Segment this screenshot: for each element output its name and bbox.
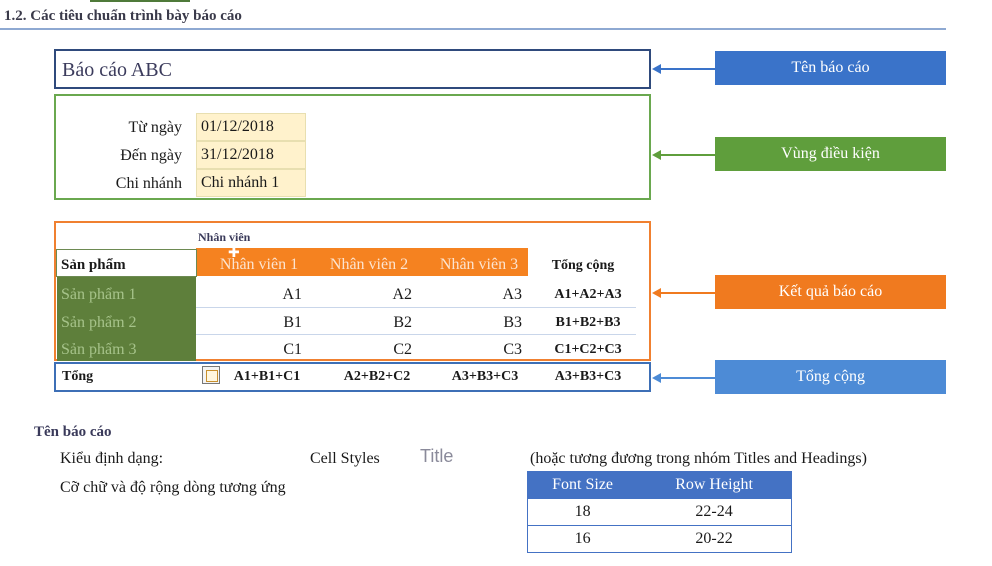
heading-rule xyxy=(0,28,946,30)
top-strip xyxy=(90,0,190,2)
report-title-box xyxy=(54,49,651,89)
callout-conditions: Vùng điều kiện xyxy=(715,137,946,171)
callout-report-title: Tên báo cáo xyxy=(715,51,946,85)
arrow-head-icon xyxy=(652,64,661,74)
paste-options-icon[interactable] xyxy=(202,366,220,384)
row-divider xyxy=(196,307,636,308)
arrow-result xyxy=(660,292,715,294)
callout-total: Tổng cộng xyxy=(715,360,946,394)
row-divider xyxy=(196,334,636,335)
report-title[interactable]: Báo cáo ABC xyxy=(62,59,172,81)
total-cell-1[interactable]: A1+B1+C1 xyxy=(233,369,301,384)
arrow-total xyxy=(660,377,715,379)
product-row-1[interactable]: Sản phẩm 1 xyxy=(61,286,137,303)
cell-a1[interactable]: A1 xyxy=(282,286,302,303)
font-size-table-header: Font Size Row Height xyxy=(528,472,791,498)
cell-b2[interactable]: B2 xyxy=(393,314,412,331)
arrow-head-icon xyxy=(652,288,661,298)
total-cell-2[interactable]: A2+B2+C2 xyxy=(343,369,411,384)
row-height-column-header: Row Height xyxy=(675,476,753,493)
cell-a3[interactable]: A3 xyxy=(502,286,522,303)
employee-group-label: Nhân viên xyxy=(198,230,251,244)
product-column-selected xyxy=(57,277,196,361)
branch-cell[interactable]: Chi nhánh 1 xyxy=(196,169,306,197)
title-style-sample: Title xyxy=(420,446,454,466)
conditions-box xyxy=(54,94,651,200)
font-size-note: Cỡ chữ và độ rộng dòng tương ứng xyxy=(60,479,286,496)
notes-section-title: Tên báo cáo xyxy=(34,424,112,440)
cell-c3[interactable]: C3 xyxy=(503,341,522,358)
row-height-cell: 20-22 xyxy=(695,530,733,547)
section-heading: 1.2. Các tiêu chuẩn trình bày báo cáo xyxy=(4,8,242,24)
total-row-label[interactable]: Tổng xyxy=(62,369,94,384)
row-total-3[interactable]: C1+C2+C3 xyxy=(554,342,622,357)
style-label: Kiểu định dạng: xyxy=(60,450,164,467)
employee-header-2[interactable]: Nhân viên 2 xyxy=(329,256,409,273)
product-row-2[interactable]: Sản phẩm 2 xyxy=(61,314,137,331)
to-date-label: Đến ngày xyxy=(120,147,182,164)
callout-result: Kết quả báo cáo xyxy=(715,275,946,309)
cell-a2[interactable]: A2 xyxy=(392,286,412,303)
employee-header-bar xyxy=(196,248,528,276)
font-size-cell: 16 xyxy=(574,530,591,547)
total-column-header[interactable]: Tổng cộng xyxy=(551,258,615,273)
arrow-head-icon xyxy=(652,150,661,160)
cell-c2[interactable]: C2 xyxy=(393,341,412,358)
arrow-head-icon xyxy=(652,373,661,383)
font-size-cell: 18 xyxy=(574,503,591,520)
font-size-column-header: Font Size xyxy=(552,476,614,493)
total-row-box xyxy=(54,362,651,392)
result-box xyxy=(54,221,651,361)
grand-total-cell[interactable]: A3+B3+C3 xyxy=(554,369,622,384)
cell-b3[interactable]: B3 xyxy=(503,314,522,331)
cell-styles-label: Cell Styles xyxy=(310,450,380,467)
employee-header-3[interactable]: Nhân viên 3 xyxy=(439,256,519,273)
from-date-label: Từ ngày xyxy=(128,119,182,136)
cell-cursor-icon: ✚ xyxy=(228,246,240,261)
product-row-3[interactable]: Sản phẩm 3 xyxy=(61,341,137,358)
from-date-cell[interactable]: 01/12/2018 xyxy=(196,113,306,141)
arrow-conditions xyxy=(660,154,715,156)
row-total-2[interactable]: B1+B2+B3 xyxy=(555,315,621,330)
font-size-table: Font Size Row Height 18 22-24 16 20-22 xyxy=(527,471,792,553)
cell-b1[interactable]: B1 xyxy=(283,314,302,331)
product-header[interactable]: Sản phẩm xyxy=(56,249,197,277)
equivalent-note: (hoặc tương đương trong nhóm Titles and … xyxy=(530,450,867,467)
employee-header-1[interactable]: Nhân viên 1 xyxy=(219,256,299,273)
table-row: 16 20-22 xyxy=(528,525,791,552)
row-height-cell: 22-24 xyxy=(695,503,733,520)
cell-c1[interactable]: C1 xyxy=(283,341,302,358)
total-cell-3[interactable]: A3+B3+C3 xyxy=(451,369,519,384)
row-total-1[interactable]: A1+A2+A3 xyxy=(554,287,622,302)
table-row: 18 22-24 xyxy=(528,498,791,525)
to-date-cell[interactable]: 31/12/2018 xyxy=(196,141,306,169)
branch-label: Chi nhánh xyxy=(115,175,182,192)
arrow-title xyxy=(660,68,715,70)
